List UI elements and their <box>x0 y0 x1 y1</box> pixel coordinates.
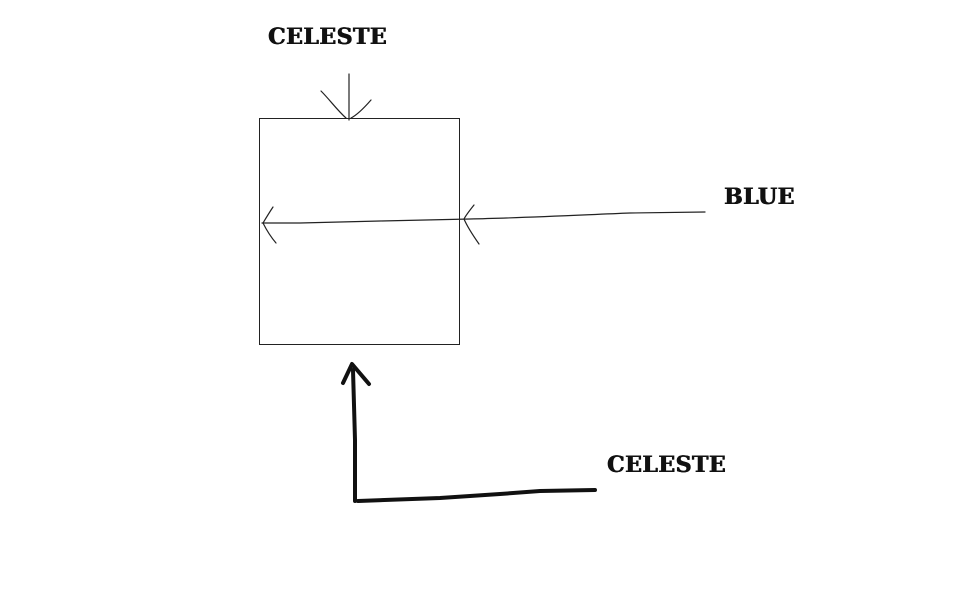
bottom-arrow <box>341 362 597 503</box>
celeste-top-label: CELESTE <box>268 24 388 50</box>
square-box <box>259 118 460 345</box>
celeste-bottom-label: CELESTE <box>607 452 727 478</box>
blue-arrow <box>261 204 706 245</box>
blue-label: BLUE <box>724 184 795 210</box>
top-arrow <box>320 73 372 121</box>
